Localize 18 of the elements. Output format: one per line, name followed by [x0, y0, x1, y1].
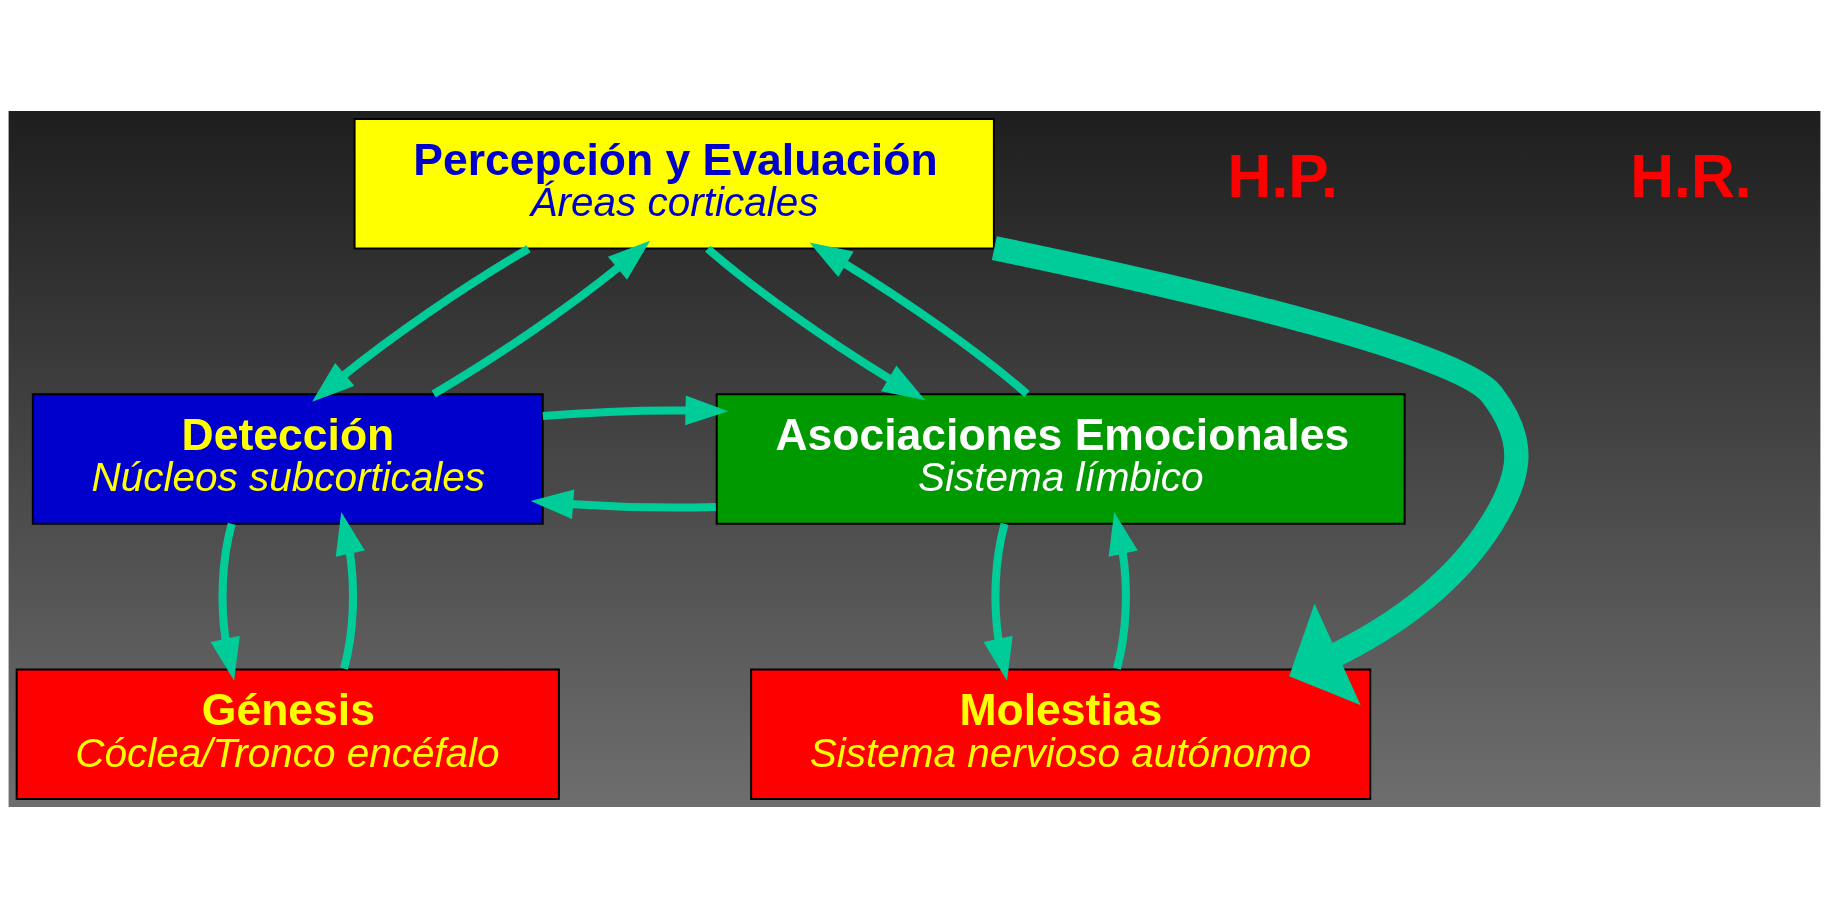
arrow — [809, 241, 1030, 397]
node-box: Molestias Sistema nervioso autónomo — [750, 667, 1372, 800]
arrow — [991, 235, 1529, 705]
node-box: Asociaciones Emocionales Sistema límbico — [715, 392, 1406, 525]
arrow — [983, 522, 1013, 681]
arrow — [1108, 511, 1138, 670]
arrow — [210, 522, 240, 681]
arrow — [542, 395, 729, 425]
label: H.R. — [1630, 141, 1752, 210]
arrow — [335, 511, 365, 670]
label: H.P. — [1227, 141, 1338, 210]
arrow — [530, 488, 716, 519]
arrow — [312, 244, 531, 402]
arrow — [705, 245, 926, 400]
node-box: Percepción y Evaluación Áreas corticales — [353, 117, 995, 250]
node-box: Detección Núcleos subcorticales — [31, 392, 544, 525]
node-box: Génesis Cóclea/Tronco encéfalo — [15, 667, 560, 800]
arrow — [431, 240, 651, 397]
